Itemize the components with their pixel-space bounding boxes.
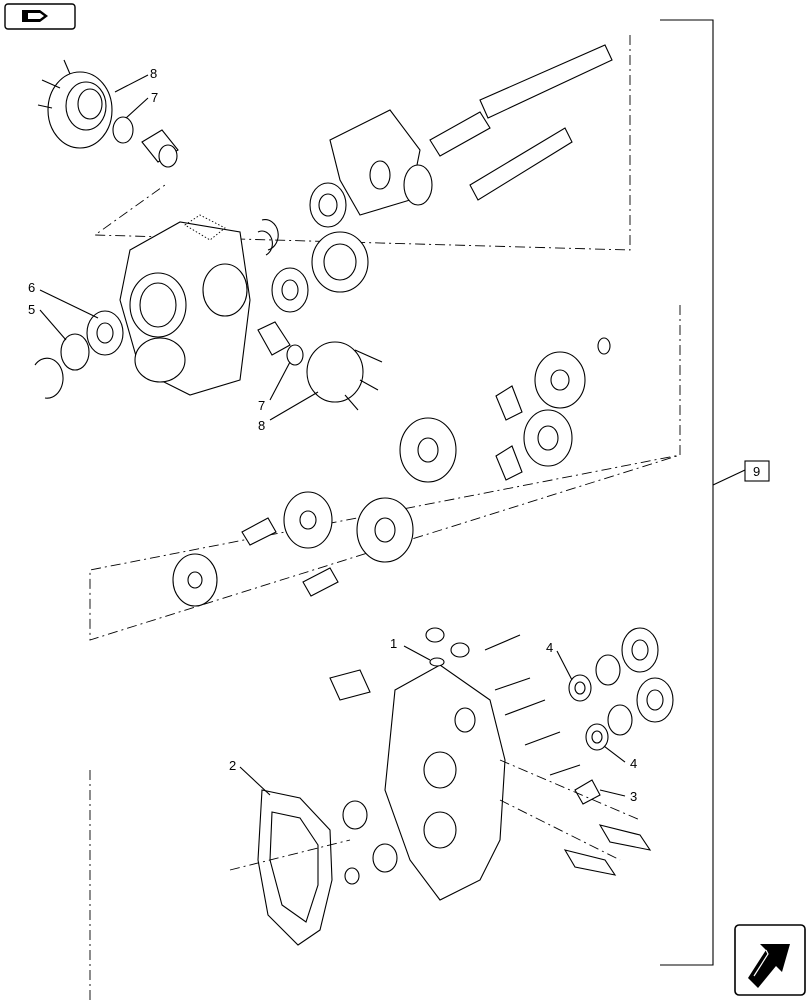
callout-4-lower: 4 — [630, 756, 637, 771]
gear-upper — [311, 231, 369, 293]
leader-lines — [39, 74, 626, 797]
main-housing — [119, 214, 251, 396]
callout-6: 6 — [28, 280, 35, 295]
bearing-upper — [309, 182, 347, 228]
callout-5: 5 — [28, 302, 35, 317]
swash-plate-right — [523, 409, 573, 467]
book-arrow-icon[interactable] — [4, 3, 76, 30]
upper-cover — [37, 59, 113, 149]
callout-2: 2 — [229, 758, 236, 773]
arrow-next-icon[interactable] — [734, 924, 806, 996]
cartridge-valves — [563, 824, 652, 876]
callout-9-boxed: 9 — [753, 464, 760, 479]
thrust-washer — [172, 553, 218, 607]
callout-7-lower: 7 — [258, 398, 265, 413]
callout-1: 1 — [390, 636, 397, 651]
cylinder-barrel-lower — [356, 497, 414, 563]
gasket-2 — [257, 789, 333, 946]
bolts-lower — [484, 634, 581, 776]
valve-caps-right — [621, 627, 674, 723]
sleeve-middle — [257, 321, 291, 356]
seal-6 — [86, 310, 124, 356]
callout-3: 3 — [630, 789, 637, 804]
plug-3 — [574, 779, 601, 805]
shafts — [429, 44, 613, 201]
assembly-bracket — [660, 19, 746, 966]
callout-7-upper: 7 — [151, 90, 158, 105]
group-outline-upper — [89, 35, 681, 1000]
o-ring-top — [112, 116, 134, 144]
o-ring-7b — [286, 344, 304, 366]
bearing-middle — [271, 267, 309, 313]
ring-small-right — [597, 337, 611, 355]
cylinder-barrel-upper — [399, 417, 457, 483]
spacers-left — [342, 800, 398, 885]
fittings-top — [329, 627, 470, 701]
seal-4a — [568, 674, 592, 702]
callout-8-lower: 8 — [258, 418, 265, 433]
valve-plate-left — [283, 491, 333, 549]
pump-housing — [329, 109, 433, 216]
o-ring-5 — [60, 333, 90, 371]
callout-labels: 8 7 6 5 7 8 1 4 4 3 2 9 — [28, 66, 770, 804]
snap-ring-left — [34, 357, 64, 399]
lower-cover — [306, 341, 383, 411]
callout-4-upper: 4 — [546, 640, 553, 655]
shaft-gear-lower — [495, 445, 523, 481]
valve-plate-right — [534, 351, 586, 409]
dash-lines-lower — [229, 759, 641, 871]
snap-ring-upper — [257, 219, 279, 256]
shaft-gear-upper — [495, 385, 523, 421]
seal-4b — [585, 723, 609, 751]
piston-upper — [241, 517, 277, 546]
sleeve-top — [141, 129, 179, 168]
callout-8-upper: 8 — [150, 66, 157, 81]
piston-lower — [302, 567, 339, 597]
rings-right — [595, 654, 633, 736]
valve-block — [384, 664, 506, 901]
